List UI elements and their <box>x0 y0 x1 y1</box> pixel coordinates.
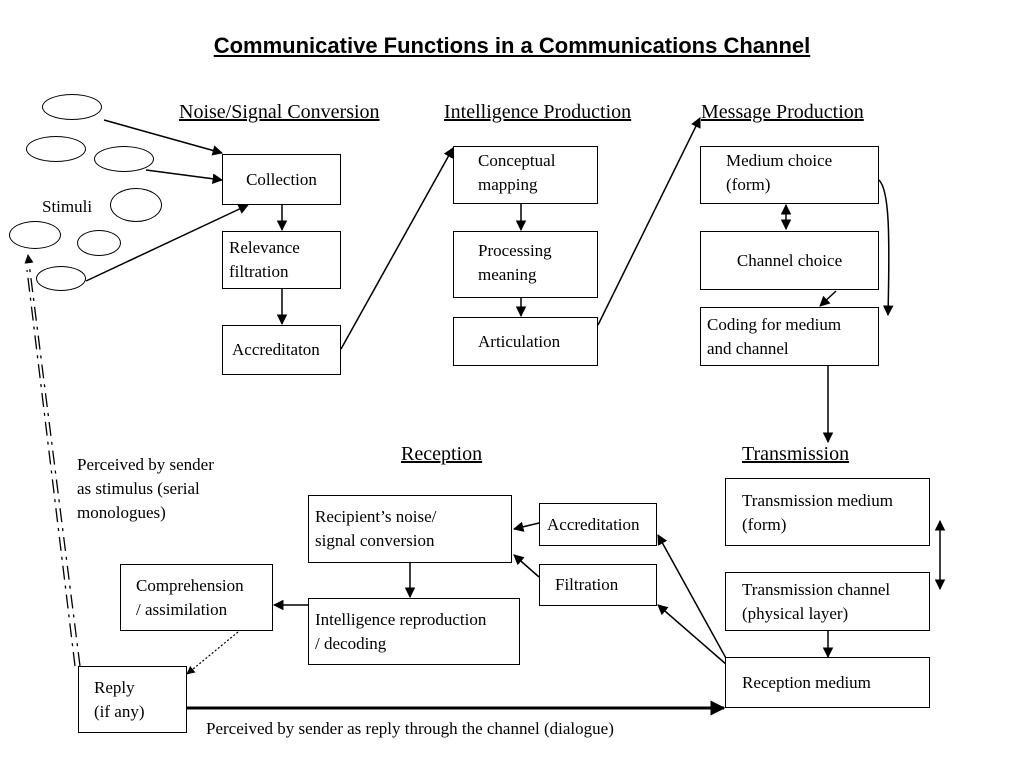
box-intelligence-reproduction: Intelligence reproduction / decoding <box>308 598 520 665</box>
box-coding-medium-channel: Coding for medium and channel <box>700 307 879 366</box>
stimulus-oval <box>26 136 86 162</box>
box-conceptual-mapping: Conceptual mapping <box>453 146 598 204</box>
stimulus-oval <box>77 230 121 256</box>
box-channel-choice: Channel choice <box>700 231 879 290</box>
stimulus-oval <box>110 188 162 222</box>
box-comprehension-assimilation: Comprehension / assimilation <box>120 564 273 631</box>
stimulus-oval <box>42 94 102 120</box>
stimulus-oval <box>9 221 61 249</box>
heading-reception: Reception <box>401 443 483 465</box>
arrow-channel-to-coding <box>819 290 837 307</box>
box-processing-meaning: Processing meaning <box>453 231 598 298</box>
box-filtration: Filtration <box>539 564 657 606</box>
box-accreditation-recipient: Accreditation <box>539 503 657 546</box>
heading-message-production: Message Production <box>701 101 864 123</box>
arrow-reception-medium-to-filtration <box>657 604 728 666</box>
box-medium-choice: Medium choice (form) <box>700 146 879 204</box>
arrow-articulation-to-message <box>597 117 701 326</box>
arrow-stimulus-top-to-collection <box>103 119 224 156</box>
box-reply: Reply (if any) <box>78 666 187 733</box>
box-articulation: Articulation <box>453 317 598 366</box>
heading-noise-signal: Noise/Signal Conversion <box>179 101 380 123</box>
box-relevance-filtration: Relevance filtration <box>222 231 341 289</box>
arrow-accreditation-to-recipient <box>512 521 540 532</box>
arrow-stimulus-mid-to-collection <box>145 169 224 184</box>
stimulus-oval <box>36 266 86 291</box>
page-title: Communicative Functions in a Communicati… <box>213 33 811 58</box>
stimuli-label: Stimuli <box>42 197 93 216</box>
box-recipient-noise-signal: Recipient’s noise/ signal conversion <box>308 495 512 563</box>
box-collection: Collection <box>222 154 341 205</box>
box-transmission-medium: Transmission medium (form) <box>725 478 930 546</box>
arrow-stimulus-low-to-collection <box>85 204 249 282</box>
arrow-accreditation-to-conceptual <box>340 147 454 350</box>
box-accreditation-sender: Accreditaton <box>222 325 341 375</box>
box-transmission-channel: Transmission channel (physical layer) <box>725 572 930 631</box>
arrow-reception-medium-to-accreditation <box>657 534 728 661</box>
heading-transmission: Transmission <box>742 443 850 465</box>
note-perceived-as-reply: Perceived by sender as reply through the… <box>206 719 614 738</box>
arrow-medium-to-coding-curve <box>878 179 894 317</box>
arrow-filtration-to-recipient <box>513 554 540 578</box>
box-reception-medium: Reception medium <box>725 657 930 708</box>
stimulus-oval <box>94 146 154 172</box>
arrow-comprehension-to-reply-dotted <box>186 631 239 675</box>
arrow-reply-to-stimuli-dashed <box>24 254 81 667</box>
heading-intelligence-production: Intelligence Production <box>444 101 632 123</box>
note-perceived-as-stimulus: Perceived by sender as stimulus (serial … <box>77 455 214 522</box>
